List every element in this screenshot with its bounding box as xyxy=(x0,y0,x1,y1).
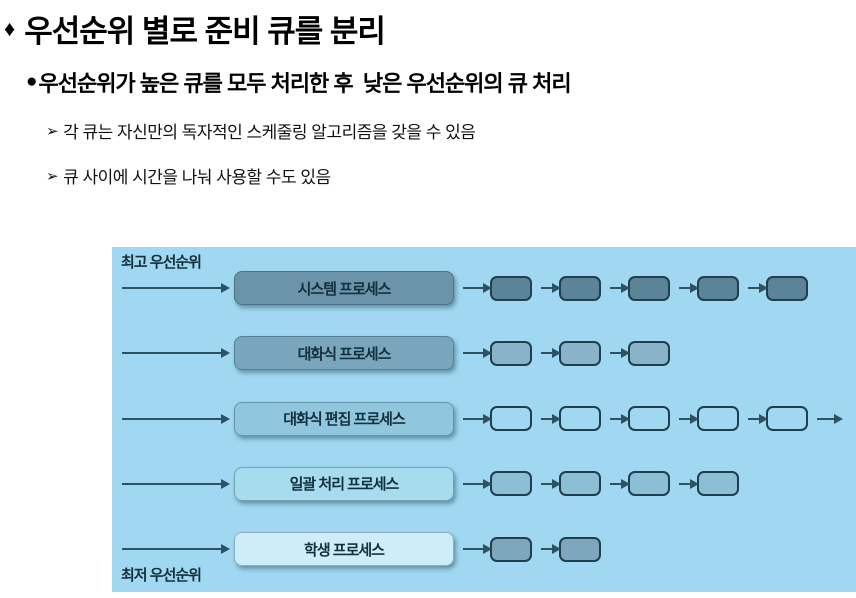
process-box xyxy=(559,406,601,432)
queue-label: 학생 프로세스 xyxy=(304,541,385,559)
process-box xyxy=(766,275,808,301)
queue-box: 대화식 편집 프로세스 xyxy=(234,401,454,436)
process-box xyxy=(490,275,532,301)
queue-row: 시스템 프로세스 xyxy=(122,270,856,306)
process-box xyxy=(559,536,601,562)
flow-arrow-icon xyxy=(541,413,561,424)
process-box xyxy=(628,406,670,432)
queue-row: 일괄 처리 프로세스 xyxy=(122,466,856,502)
queue-label: 시스템 프로세스 xyxy=(297,280,392,298)
highest-priority-label: 최고 우선순위 xyxy=(121,254,202,271)
flow-arrow-icon xyxy=(541,478,561,489)
lowest-priority-label: 최저 우선순위 xyxy=(121,567,202,584)
flow-arrow-icon xyxy=(748,283,768,293)
flow-arrow-icon xyxy=(463,413,492,424)
flow-arrow-icon xyxy=(463,478,492,489)
queue-row: 학생 프로세스 xyxy=(122,531,856,567)
process-box xyxy=(490,471,532,497)
flow-arrow-icon xyxy=(679,478,699,489)
circle-bullet-icon: ● xyxy=(26,71,38,92)
flow-arrow-icon xyxy=(748,413,768,424)
process-box xyxy=(697,275,739,301)
sub-bullet-2-text: 큐 사이에 시간을 나눠 사용할 수도 있음 xyxy=(63,168,331,187)
flow-arrow-icon xyxy=(610,413,630,424)
arrowhead-bullet-icon: ➢ xyxy=(46,167,59,185)
process-box xyxy=(628,471,670,497)
process-box xyxy=(628,275,670,301)
process-box xyxy=(766,406,808,432)
flow-arrow-icon xyxy=(610,283,630,293)
arrowhead-bullet-icon: ➢ xyxy=(46,122,59,140)
flow-arrow-icon xyxy=(541,544,561,555)
flow-arrow-icon xyxy=(610,478,630,489)
slide-title: ♦ 우선순위 별로 준비 큐를 분리 xyxy=(4,6,856,51)
flow-arrow-icon xyxy=(679,413,699,424)
flow-arrow-icon xyxy=(817,413,843,424)
process-box xyxy=(559,471,601,497)
queue-box: 시스템 프로세스 xyxy=(234,271,454,305)
queue-box: 일괄 처리 프로세스 xyxy=(234,466,454,501)
queue-label: 일괄 처리 프로세스 xyxy=(289,476,400,494)
slide-title-text: 우선순위 별로 준비 큐를 분리 xyxy=(24,14,386,49)
process-box xyxy=(559,340,601,366)
sub-bullet-1: ➢ 각 큐는 자신만의 독자적인 스케줄링 알고리즘을 갖을 수 있음 xyxy=(46,118,856,143)
sub-bullet-2: ➢ 큐 사이에 시간을 나눠 사용할 수도 있음 xyxy=(46,163,856,188)
flow-arrow-icon xyxy=(122,413,230,424)
flow-arrow-icon xyxy=(122,544,230,555)
flow-arrow-icon xyxy=(541,348,561,359)
queue-row: 대화식 프로세스 xyxy=(122,335,856,371)
queue-row: 대화식 편집 프로세스 xyxy=(122,401,856,437)
queue-box: 대화식 프로세스 xyxy=(234,336,454,371)
diamond-bullet-icon: ♦ xyxy=(4,15,15,41)
queue-label: 대화식 편집 프로세스 xyxy=(283,411,406,429)
sub-bullet-1-text: 각 큐는 자신만의 독자적인 스케줄링 알고리즘을 갖을 수 있음 xyxy=(63,123,476,142)
flow-arrow-icon xyxy=(122,348,230,359)
process-box xyxy=(559,275,601,301)
process-box xyxy=(628,340,670,366)
main-bullet: ● 우선순위가 높은 큐를 모두 처리한 후 낮은 우선순위의 큐 처리 xyxy=(26,66,856,98)
process-box xyxy=(697,471,739,497)
queue-box: 학생 프로세스 xyxy=(234,532,454,567)
process-box xyxy=(490,536,532,562)
main-bullet-text: 우선순위가 높은 큐를 모두 처리한 후 낮은 우선순위의 큐 처리 xyxy=(38,71,571,96)
flow-arrow-icon xyxy=(122,478,230,489)
flow-arrow-icon xyxy=(463,348,492,359)
queue-label: 대화식 프로세스 xyxy=(297,345,392,363)
process-box xyxy=(490,340,532,366)
flow-arrow-icon xyxy=(541,283,561,293)
flow-arrow-icon xyxy=(463,544,492,555)
flow-arrow-icon xyxy=(679,283,699,293)
flow-arrow-icon xyxy=(122,283,230,293)
process-box xyxy=(490,406,532,432)
process-box xyxy=(697,406,739,432)
flow-arrow-icon xyxy=(463,283,492,293)
flow-arrow-icon xyxy=(610,348,630,359)
